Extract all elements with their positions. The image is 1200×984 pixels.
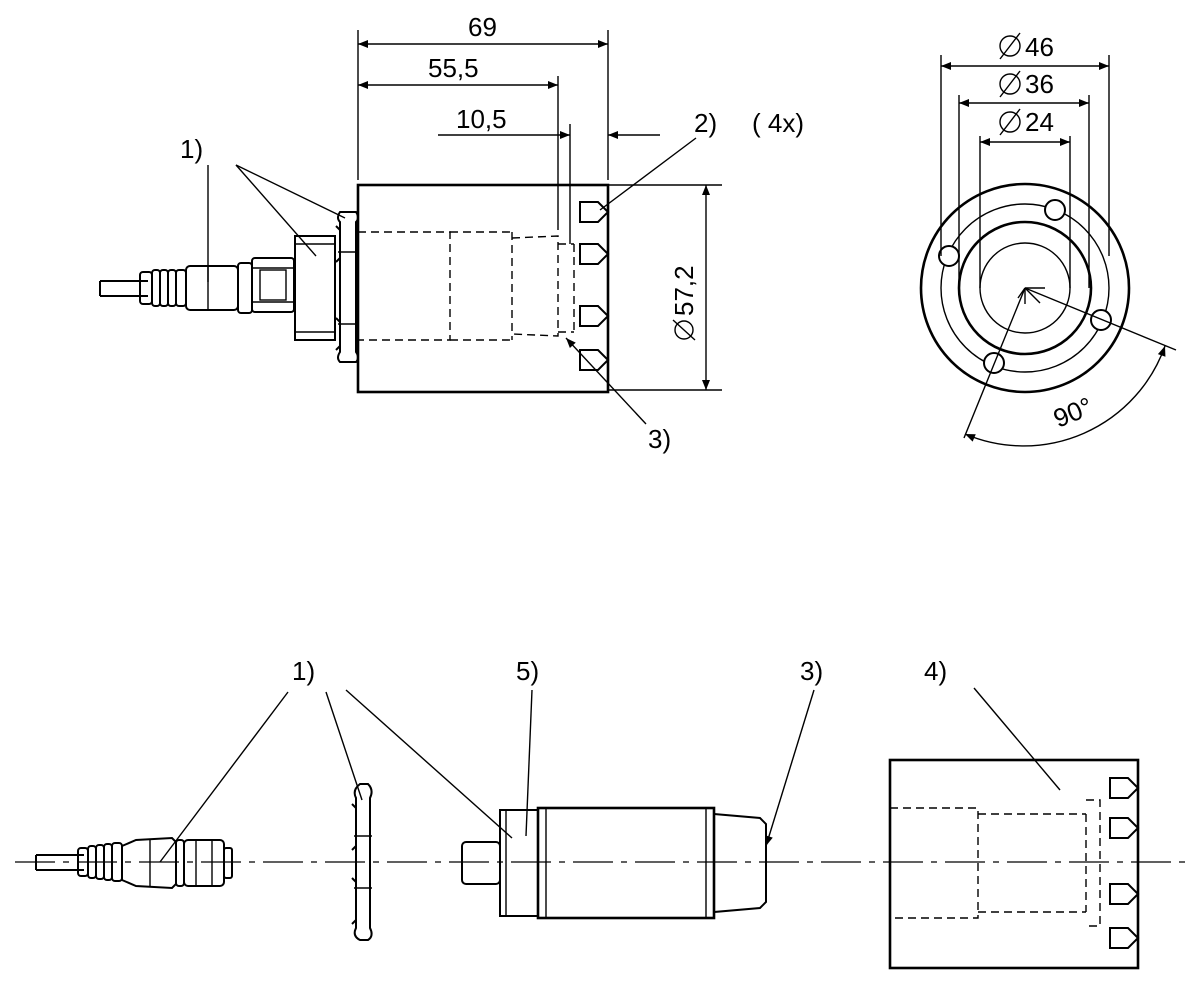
sensor-body bbox=[461, 806, 767, 920]
label-item-1: 1) bbox=[180, 134, 203, 164]
dim-d24: 24 bbox=[1025, 107, 1054, 137]
dim-diameter-group: 57,2 bbox=[669, 265, 699, 341]
dim-length-short: 10,5 bbox=[456, 104, 507, 134]
diameter-symbol bbox=[999, 32, 1021, 60]
dim-length-total: 69 bbox=[468, 12, 497, 42]
label-item-5: 5) bbox=[516, 656, 539, 686]
flange-housing-exploded bbox=[888, 758, 1140, 970]
label-item-1-exploded: 1) bbox=[292, 656, 315, 686]
label-item-3: 3) bbox=[648, 424, 671, 454]
bolt-hole bbox=[938, 245, 960, 267]
mounting-screws bbox=[579, 201, 610, 371]
connector-plug bbox=[185, 257, 295, 314]
sensor-stub bbox=[294, 235, 336, 341]
diameter-symbol bbox=[999, 108, 1021, 136]
dim-d46: 46 bbox=[1025, 32, 1054, 62]
dim-angle: 90° bbox=[1049, 391, 1097, 434]
label-item-3-exploded: 3) bbox=[800, 656, 823, 686]
label-item-2: 2) bbox=[694, 108, 717, 138]
flange-housing bbox=[356, 183, 610, 394]
quantity-note: ( 4x) bbox=[752, 108, 804, 138]
hex-nut bbox=[335, 211, 359, 363]
end-view: 46 36 24 90° bbox=[919, 32, 1177, 447]
dim-d36: 36 bbox=[1025, 69, 1054, 99]
bolt-hole bbox=[1090, 309, 1112, 331]
exploded-view: 1) 5) 3) 4) bbox=[15, 656, 1190, 970]
bolt-hole bbox=[1044, 199, 1066, 221]
diameter-symbol bbox=[999, 70, 1021, 98]
dim-diameter: 57,2 bbox=[669, 265, 699, 316]
side-view: 69 55,5 10,5 57,2 1) 2) ( 4x) 3) bbox=[99, 12, 804, 454]
connector-assembly bbox=[35, 836, 233, 890]
dim-length-mid: 55,5 bbox=[428, 53, 479, 83]
cable-strain-relief bbox=[139, 269, 187, 307]
label-item-4: 4) bbox=[924, 656, 947, 686]
